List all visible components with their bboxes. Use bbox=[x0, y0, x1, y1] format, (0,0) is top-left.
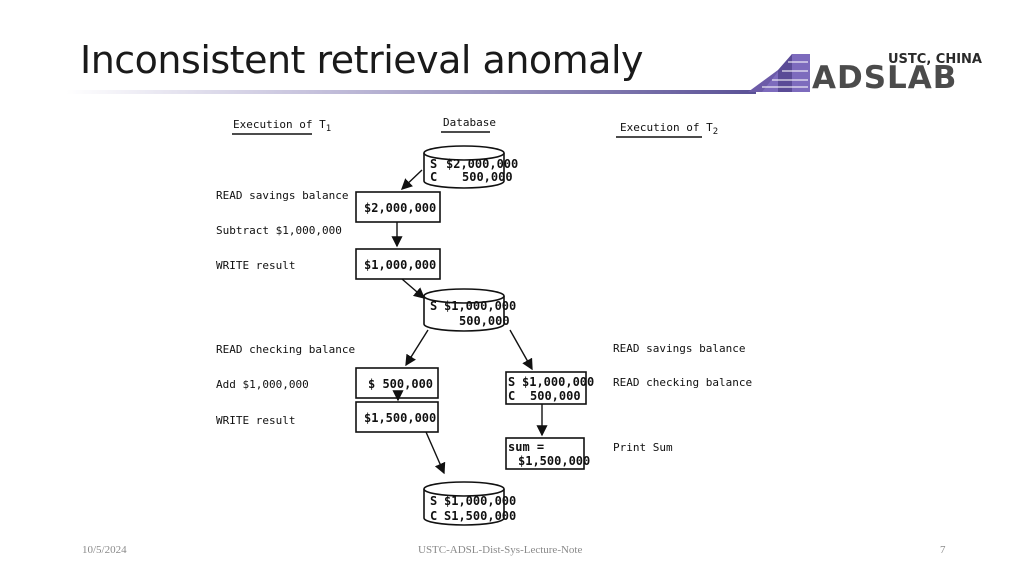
arrow-buffer-2-to-db bbox=[401, 278, 426, 299]
slide-title: Inconsistent retrieval anomaly bbox=[80, 38, 644, 82]
title-underline bbox=[66, 90, 756, 94]
db-header: Database bbox=[443, 116, 496, 129]
db-initial-s-value: $2,000,000 bbox=[446, 157, 518, 171]
t1-step-read-savings: READ savings balance bbox=[216, 189, 348, 202]
t2-header: Execution of T2 bbox=[620, 121, 718, 137]
t1-buffer-2-value: $1,000,000 bbox=[364, 258, 436, 272]
db-final-c-label: C bbox=[430, 509, 437, 523]
t1-buffer-3-value: $ 500,000 bbox=[368, 377, 433, 391]
logo-subtitle: USTC, CHINA bbox=[888, 52, 982, 67]
arrow-db-to-buffer-3 bbox=[405, 329, 429, 367]
t2-step-read-savings: READ savings balance bbox=[613, 342, 745, 355]
t1-buffer-4 bbox=[355, 401, 439, 433]
db-mid-s-value: $1,000,000 bbox=[444, 299, 516, 313]
adslab-logo-icon bbox=[748, 54, 810, 92]
logo-name: ADSLAB bbox=[812, 60, 958, 96]
t2-buffer-s-value: $1,000,000 bbox=[522, 375, 594, 389]
db-initial-s-label: S bbox=[430, 157, 437, 171]
t1-buffer-1 bbox=[355, 191, 441, 223]
db-initial-c-value: 500,000 bbox=[462, 170, 513, 184]
t1-buffer-1-value: $2,000,000 bbox=[364, 201, 436, 215]
db-initial-c-label: C bbox=[430, 170, 437, 184]
t1-step-read-checking: READ checking balance bbox=[216, 343, 355, 356]
t1-header: Execution of T1 bbox=[233, 118, 331, 134]
t2-buffer-c-label: C bbox=[508, 389, 515, 403]
db-final-s-value: $1,000,000 bbox=[444, 494, 516, 508]
t2-buffer-s-label: S bbox=[508, 375, 515, 389]
t2-step-read-checking: READ checking balance bbox=[613, 376, 752, 389]
t1-buffer-2 bbox=[355, 248, 441, 280]
t2-buffer bbox=[505, 371, 587, 405]
db-mid-c-value: 500,000 bbox=[459, 314, 510, 328]
t2-buffer-c-value: 500,000 bbox=[530, 389, 581, 403]
db-cylinder-initial: S $2,000,000 C 500,000 bbox=[423, 145, 518, 189]
t1-step-write-2: WRITE result bbox=[216, 414, 295, 427]
t2-sum-box bbox=[505, 437, 585, 470]
footer-page-number: 7 bbox=[940, 544, 946, 556]
t1-buffer-4-value: $1,500,000 bbox=[364, 411, 436, 425]
t2-step-print-sum: Print Sum bbox=[613, 441, 673, 454]
db-cylinder-mid: S $1,000,000 500,000 bbox=[423, 288, 516, 332]
arrow-buffer-4-to-db bbox=[425, 431, 446, 475]
arrow-db-to-t2-buffer bbox=[509, 329, 533, 371]
arrow-db-to-buffer-1 bbox=[400, 169, 423, 190]
t1-step-add: Add $1,000,000 bbox=[216, 378, 309, 391]
t2-sum-label: sum = bbox=[508, 440, 544, 454]
db-mid-s-label: S bbox=[430, 299, 437, 313]
t1-step-subtract: Subtract $1,000,000 bbox=[216, 224, 342, 237]
db-final-c-value: S1,500,000 bbox=[444, 509, 516, 523]
db-final-s-label: S bbox=[430, 494, 437, 508]
t1-step-write: WRITE result bbox=[216, 259, 295, 272]
footer-date: 10/5/2024 bbox=[82, 544, 127, 556]
footer-course-note: USTC-ADSL-Dist-Sys-Lecture-Note bbox=[418, 544, 583, 556]
db-cylinder-final: S $1,000,000 C S1,500,000 bbox=[423, 481, 516, 526]
t2-sum-value: $1,500,000 bbox=[518, 454, 590, 468]
